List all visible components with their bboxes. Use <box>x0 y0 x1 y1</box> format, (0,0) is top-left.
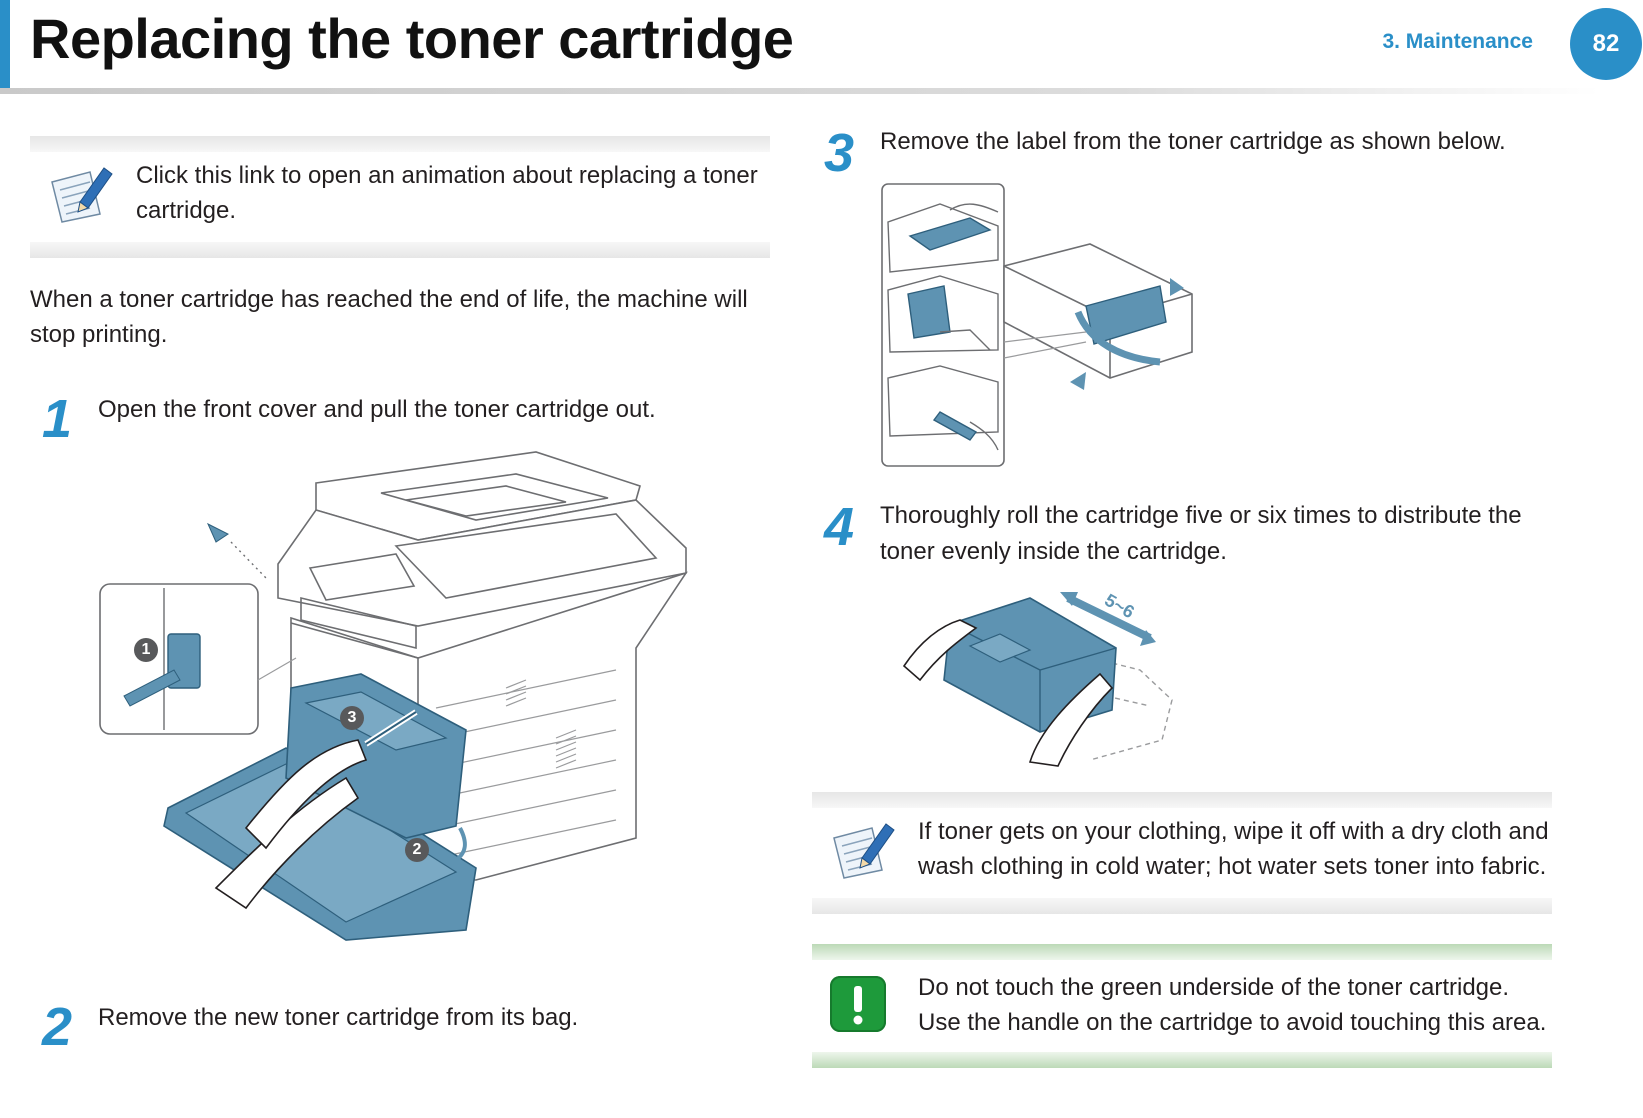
header-rule <box>0 88 1600 94</box>
intro-paragraph: When a toner cartridge has reached the e… <box>30 286 748 348</box>
animation-note-text: Click this link to open an animation abo… <box>136 162 758 224</box>
step-2-text: Remove the new toner cartridge from its … <box>98 1004 579 1031</box>
note-pencil-icon <box>46 162 116 226</box>
callout-2-label: 2 <box>412 841 422 858</box>
note-top-rule <box>30 136 770 152</box>
step-1-number: 1 <box>42 389 73 449</box>
roll-cartridge-illustration <box>902 592 1173 767</box>
callout-3: 3 <box>340 706 364 730</box>
callout-1-label: 1 <box>141 641 151 658</box>
callout-1: 1 <box>134 638 158 662</box>
step-3-number: 3 <box>824 123 855 183</box>
clothing-note-text: If toner gets on your clothing, wipe it … <box>918 818 1549 880</box>
page-number-badge: 82 <box>1570 8 1642 80</box>
chapter-link[interactable]: 3. Maintenance <box>1382 30 1533 53</box>
step-1-text: Open the front cover and pull the toner … <box>98 396 656 423</box>
step-2-number: 2 <box>42 997 73 1057</box>
note-bottom-rule <box>812 898 1552 914</box>
label-removal-illustration <box>881 183 1193 467</box>
step-4-number: 4 <box>824 497 855 557</box>
step-4-text: Thoroughly roll the cartridge five or si… <box>880 502 1522 565</box>
warning-box: Do not touch the green underside of the … <box>812 944 1552 1068</box>
header-accent-bar <box>0 0 10 92</box>
exclamation-icon <box>830 976 886 1032</box>
callout-2: 2 <box>405 838 429 862</box>
warning-text: Do not touch the green underside of the … <box>918 974 1547 1036</box>
warning-top-rule <box>812 944 1552 960</box>
warning-bottom-rule <box>812 1052 1552 1068</box>
note-bottom-rule <box>30 242 770 258</box>
note-pencil-icon <box>828 818 898 882</box>
printer-illustration <box>99 451 688 941</box>
page-title: Replacing the toner cartridge <box>30 7 794 70</box>
step-3-text: Remove the label from the toner cartridg… <box>880 128 1506 155</box>
note-top-rule <box>812 792 1552 808</box>
clothing-note: If toner gets on your clothing, wipe it … <box>812 792 1552 914</box>
callout-3-label: 3 <box>347 709 357 726</box>
page-number: 82 <box>1592 30 1620 57</box>
animation-note[interactable]: Click this link to open an animation abo… <box>30 136 770 258</box>
